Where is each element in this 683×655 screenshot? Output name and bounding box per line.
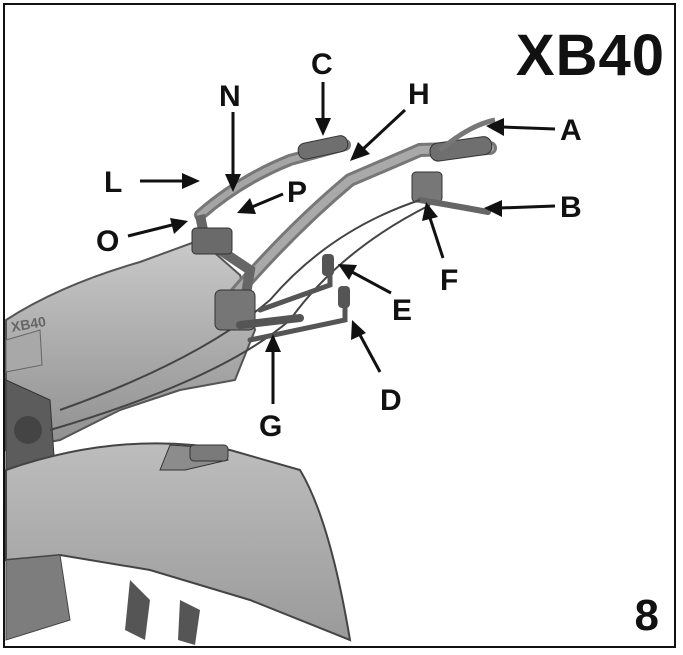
callout-C: C: [311, 48, 333, 136]
svg-text:O: O: [96, 225, 119, 258]
model-title: XB40: [516, 22, 665, 89]
svg-text:D: D: [380, 384, 402, 417]
callout-N: N: [219, 80, 241, 192]
svg-text:B: B: [560, 191, 582, 224]
callout-G: G: [259, 334, 282, 443]
svg-text:N: N: [219, 80, 241, 113]
svg-text:A: A: [560, 114, 582, 147]
rotor-hood: [6, 443, 350, 645]
callout-F: F: [422, 202, 458, 297]
callout-L: L: [104, 166, 200, 199]
svg-text:P: P: [287, 176, 307, 209]
svg-text:E: E: [392, 294, 412, 327]
page-number: 8: [635, 591, 659, 641]
callout-D: D: [351, 320, 402, 417]
svg-text:H: H: [408, 78, 430, 111]
callout-A: A: [486, 114, 582, 147]
svg-text:G: G: [259, 410, 282, 443]
svg-text:F: F: [440, 264, 458, 297]
svg-text:L: L: [104, 166, 122, 199]
svg-text:C: C: [311, 48, 333, 81]
callout-B: B: [484, 191, 582, 224]
